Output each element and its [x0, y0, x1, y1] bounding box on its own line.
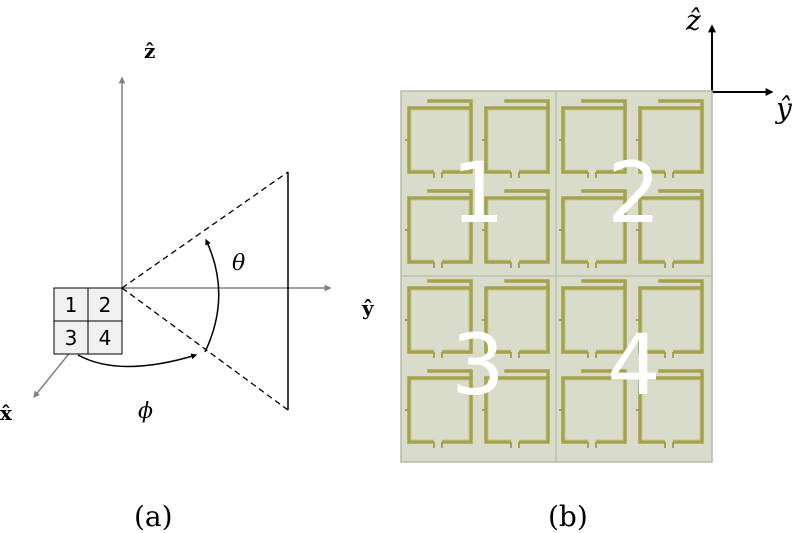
unit-cell [559, 99, 627, 178]
element-3-label: 3 [65, 326, 78, 350]
diagram-b: ẑ ŷ ŷ 1 2 3 4 (b) [361, 4, 793, 533]
quadrant-1-label: 1 [451, 144, 504, 242]
unit-cell [559, 369, 627, 448]
quadrant-2-label: 2 [607, 144, 660, 242]
unit-cell [636, 279, 704, 358]
unit-cell [636, 189, 704, 268]
unit-cell [482, 189, 550, 268]
x-axis-label: x̂ [0, 401, 13, 425]
z-indicator-label: ẑ [685, 4, 701, 37]
element-4-label: 4 [99, 326, 112, 350]
unit-cell [559, 189, 627, 268]
unit-cell [405, 189, 473, 268]
side-y-label: ŷ [361, 296, 375, 320]
unit-cell [482, 99, 550, 178]
unit-cell [405, 99, 473, 178]
theta-label: θ [232, 251, 245, 276]
theta-arc [204, 238, 220, 353]
quadrant-3-label: 3 [451, 316, 504, 414]
unit-cell [636, 369, 704, 448]
element-2-label: 2 [99, 293, 112, 317]
y-indicator-label: ŷ [774, 92, 793, 125]
diagram-a: 1 2 3 4 θ ϕ ẑ x̂ (a) [0, 39, 332, 533]
unit-cell [559, 279, 627, 358]
unit-cell [636, 99, 704, 178]
caption-a: (a) [134, 500, 173, 533]
unit-cell [482, 279, 550, 358]
unit-cell [482, 369, 550, 448]
element-grid: 1 2 3 4 [53, 287, 123, 355]
element-1-label: 1 [65, 293, 78, 317]
phi-arc [77, 353, 198, 368]
unit-cell [405, 279, 473, 358]
unit-cells [405, 99, 704, 448]
lower-dashed-line [121, 287, 289, 411]
unit-cell [405, 369, 473, 448]
quadrant-4-label: 4 [607, 316, 660, 414]
caption-b: (b) [548, 500, 588, 533]
upper-dashed-line [121, 171, 289, 289]
z-axis-label: ẑ [144, 39, 155, 63]
phi-label: ϕ [138, 399, 153, 424]
